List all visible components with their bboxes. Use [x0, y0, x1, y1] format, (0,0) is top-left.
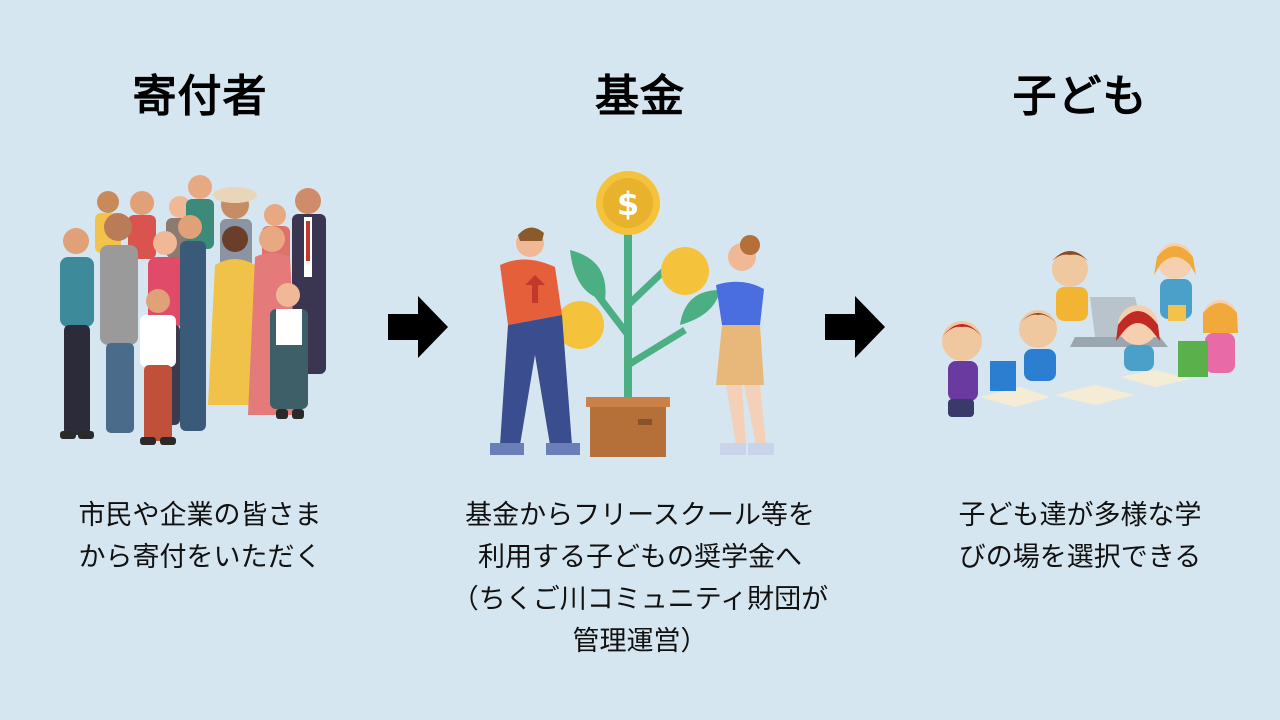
child-figure — [1116, 305, 1160, 371]
caption-line: から寄付をいただく — [78, 542, 322, 573]
book-icon — [980, 387, 1050, 407]
child-figure — [1178, 300, 1238, 377]
donors-column: 寄付者 — [0, 0, 400, 720]
book-icon — [1055, 385, 1135, 405]
child-figure — [942, 321, 982, 417]
caption-line: 基金からフリースクール等を — [465, 500, 815, 531]
caption-line: 利用する子どもの奨学金へ — [478, 542, 802, 573]
dollar-coin-icon: $ — [596, 171, 660, 235]
man-figure — [490, 227, 580, 455]
donors-caption: 市民や企業の皆さま から寄付をいただく — [0, 495, 400, 579]
caption-line: 管理運営） — [572, 626, 708, 657]
crowd-illustration — [60, 175, 326, 445]
caption-line: 子ども達が多様な学 — [958, 500, 1202, 531]
children-caption: 子ども達が多様な学 びの場を選択できる — [880, 495, 1280, 579]
right-arrow-icon — [825, 296, 885, 358]
child-figure — [1154, 243, 1196, 321]
children-illustration — [942, 243, 1238, 417]
fund-heading: 基金 — [595, 71, 685, 122]
woman-figure — [716, 235, 774, 455]
book-icon — [1120, 370, 1190, 387]
caption-line: （ちくご川コミュニティ財団が — [451, 584, 829, 615]
children-heading: 子ども — [1012, 71, 1148, 122]
child-figure — [1052, 251, 1088, 321]
child-figure — [990, 310, 1057, 391]
crowd-front-row — [140, 283, 308, 441]
donors-heading: 寄付者 — [132, 71, 268, 122]
right-arrow-icon — [388, 296, 448, 358]
children-column: 子ども — [880, 0, 1280, 720]
money-tree-illustration: $ — [490, 171, 774, 457]
coin-icon — [556, 301, 604, 349]
pot-icon — [590, 401, 666, 457]
coin-icon — [661, 247, 709, 295]
fund-caption: 基金からフリースクール等を 利用する子どもの奨学金へ （ちくご川コミュニティ財団… — [440, 495, 840, 663]
svg-text:$: $ — [617, 185, 639, 223]
caption-line: 市民や企業の皆さま — [78, 500, 322, 531]
caption-line: びの場を選択できる — [958, 542, 1202, 573]
fund-column: 基金 $ — [440, 0, 840, 720]
